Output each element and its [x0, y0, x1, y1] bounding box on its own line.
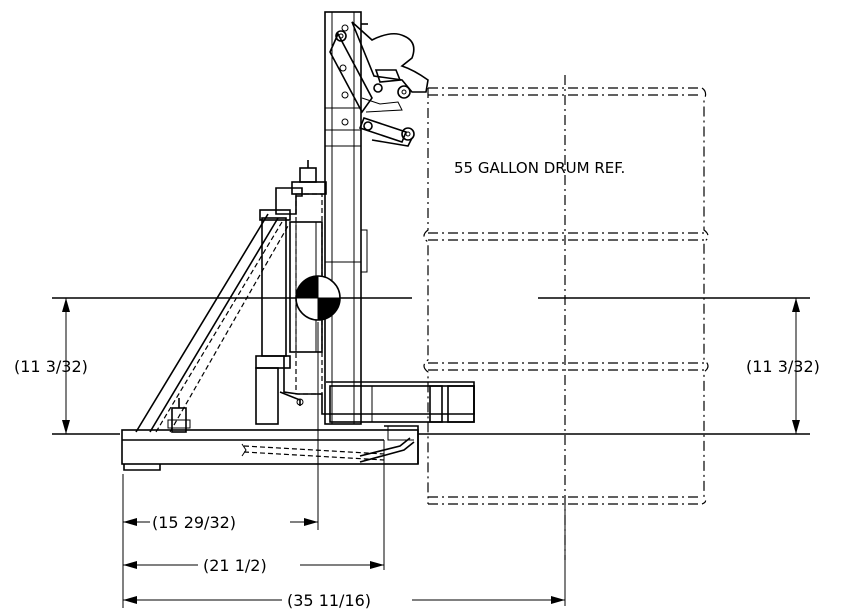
gripper-mechanism [329, 21, 429, 147]
center-of-gravity-symbol [295, 275, 341, 321]
drum-reference [423, 75, 709, 560]
dim-right-height: (11 3/32) [746, 357, 820, 376]
dim-left-height: (11 3/32) [14, 357, 88, 376]
fork-carriage [279, 356, 475, 423]
reference-lines [52, 297, 810, 435]
dim-base-2: (21 1/2) [203, 556, 267, 575]
dimensions [62, 298, 800, 608]
brace-frame [135, 187, 303, 433]
dim-base-3: (35 11/16) [287, 591, 371, 610]
dim-base-1: (15 29/32) [152, 513, 236, 532]
drum-label: 55 GALLON DRUM REF. [454, 159, 625, 177]
base-frame [121, 425, 419, 471]
mast [324, 11, 368, 425]
